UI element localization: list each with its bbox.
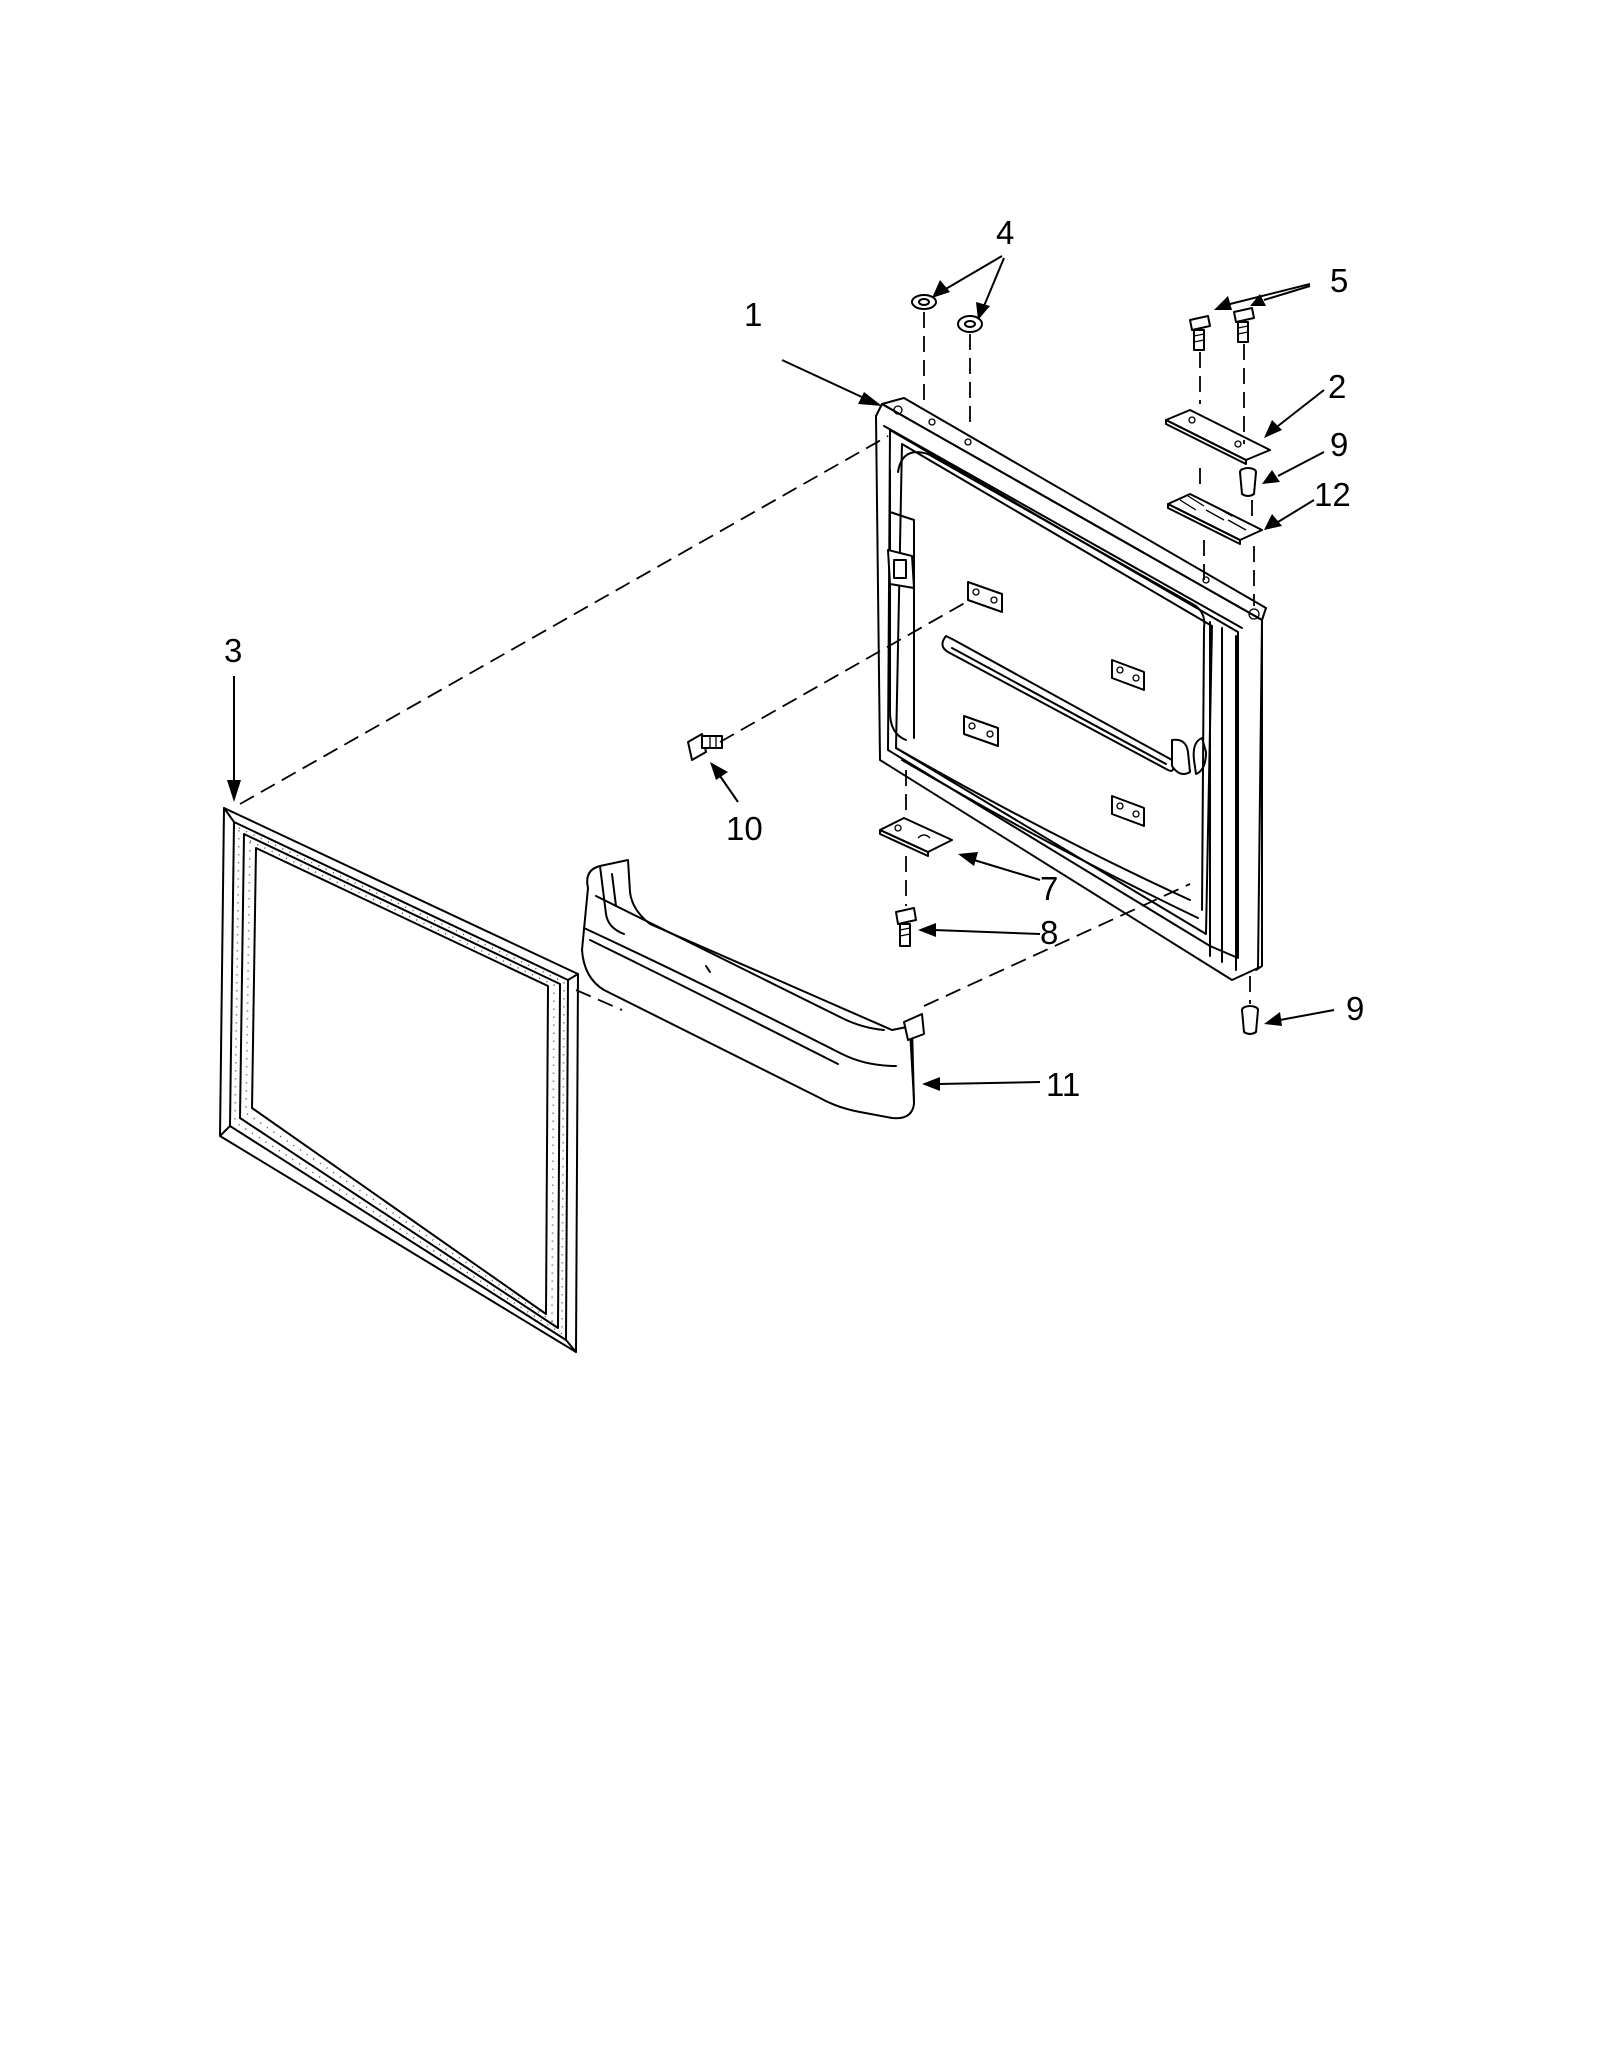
callout-1: 1 <box>744 296 762 333</box>
hinge-screw <box>1189 315 1211 351</box>
alignment-lines <box>239 312 1255 1011</box>
freezer-door-panel <box>875 397 1267 981</box>
lower-hinge-bracket <box>879 817 953 857</box>
callout-2: 2 <box>1328 368 1346 405</box>
shelf-screw <box>687 733 723 761</box>
callout-11: 11 <box>1046 1066 1080 1103</box>
plug <box>911 294 937 310</box>
callout-3: 3 <box>224 632 242 669</box>
callout-9-upper: 9 <box>1330 426 1348 463</box>
hinge-screw <box>1233 307 1255 343</box>
hinge-shim <box>1167 493 1263 545</box>
door-gasket <box>219 807 579 1353</box>
leader-lines <box>227 255 1335 1091</box>
callout-5: 5 <box>1330 262 1348 299</box>
hinge-bushing <box>1241 1005 1259 1035</box>
callout-10: 10 <box>726 810 763 847</box>
hinge-bushing <box>1239 467 1257 497</box>
bracket-pad <box>1111 659 1145 691</box>
bracket-pad <box>1111 795 1145 827</box>
plug <box>957 315 983 333</box>
bracket-pad <box>963 715 999 747</box>
callout-4: 4 <box>996 214 1014 251</box>
callout-9-lower: 9 <box>1346 990 1364 1027</box>
callout-8: 8 <box>1040 914 1058 951</box>
bracket-pad <box>967 581 1003 613</box>
callout-12: 12 <box>1314 476 1351 513</box>
lower-hinge-screw <box>895 907 917 947</box>
hinge-plate <box>1165 409 1271 465</box>
callout-7: 7 <box>1040 870 1058 907</box>
door-bin <box>581 859 925 1120</box>
